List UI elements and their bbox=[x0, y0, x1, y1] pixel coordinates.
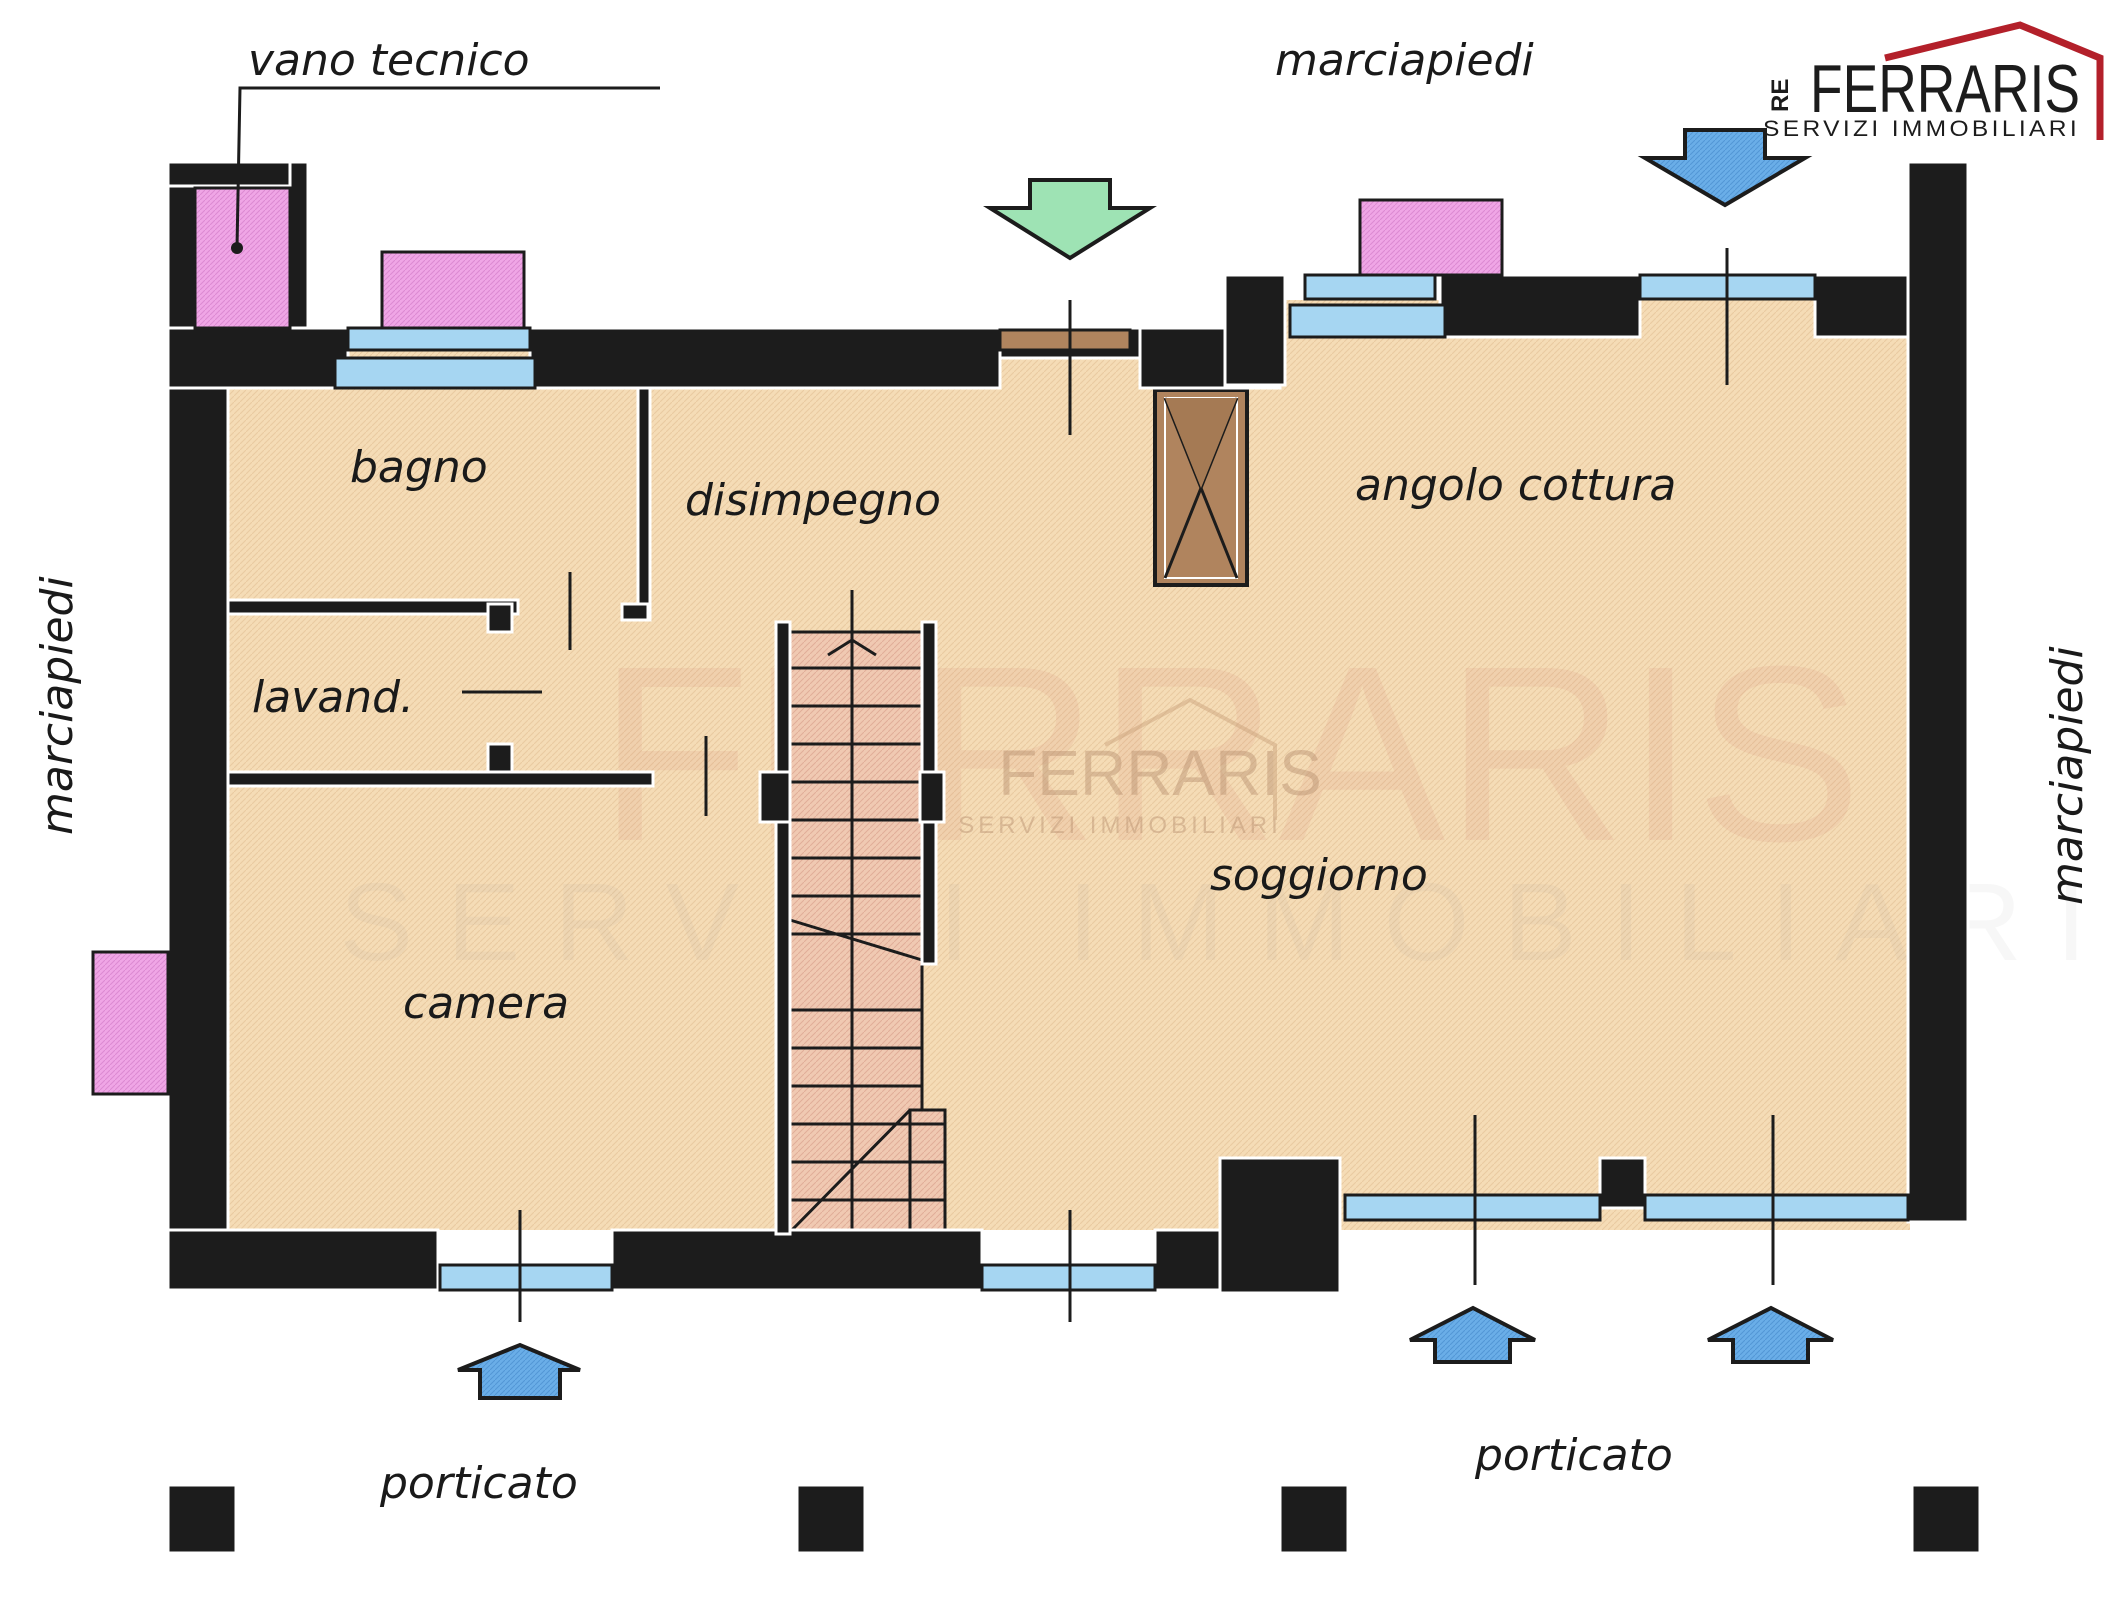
room-labels: vano tecnico marciapiedi bagno disimpegn… bbox=[32, 35, 2093, 1509]
svg-text:SERVIZI IMMOBILIARI: SERVIZI IMMOBILIARI bbox=[958, 812, 1282, 839]
vano-tecnico-leader bbox=[235, 86, 660, 249]
window-axis-lines bbox=[462, 248, 1775, 1322]
label-disimpegno: disimpegno bbox=[685, 475, 941, 526]
label-porticato-left: porticato bbox=[379, 1458, 578, 1509]
external-units bbox=[91, 198, 1504, 1096]
arrow-up-icon bbox=[1707, 1305, 1834, 1364]
arrow-up-icon bbox=[457, 1342, 581, 1400]
label-lavand: lavand. bbox=[252, 672, 414, 723]
porch-columns bbox=[166, 1483, 1982, 1555]
label-camera: camera bbox=[403, 978, 569, 1029]
watermark-logo: FERRARIS SERVIZI IMMOBILIARI bbox=[958, 697, 1322, 839]
label-bagno: bagno bbox=[350, 442, 488, 493]
label-marciapiedi-left: marciapiedi bbox=[32, 576, 83, 835]
label-marciapiedi-top: marciapiedi bbox=[1275, 35, 1534, 86]
label-marciapiedi-right: marciapiedi bbox=[2042, 646, 2093, 905]
label-angolo-cottura: angolo cottura bbox=[1355, 460, 1676, 511]
label-porticato-right: porticato bbox=[1474, 1430, 1673, 1481]
logo-tagline: SERVIZI IMMOBILIARI bbox=[1763, 116, 2080, 141]
arrow-up-icon bbox=[1409, 1305, 1536, 1364]
logo-prefix: RE bbox=[1767, 79, 1794, 112]
svg-text:SERVIZI IMMOBILIARI: SERVIZI IMMOBILIARI bbox=[340, 861, 2121, 984]
vano-tecnico-box bbox=[193, 186, 292, 330]
staircase bbox=[788, 590, 947, 1234]
brand-logo: RE FERRARIS SERVIZI IMMOBILIARI bbox=[1763, 21, 2104, 141]
label-vano-tecnico: vano tecnico bbox=[248, 35, 530, 86]
entrance-door bbox=[998, 328, 1132, 352]
logo-name: FERRARIS bbox=[1810, 51, 2080, 127]
svg-text:FERRARIS: FERRARIS bbox=[998, 737, 1322, 809]
entrance-arrow-icon bbox=[983, 178, 1157, 261]
arrow-down-icon bbox=[1637, 128, 1813, 208]
chimney bbox=[1153, 388, 1249, 587]
label-soggiorno: soggiorno bbox=[1210, 850, 1428, 901]
walls bbox=[166, 160, 1970, 1295]
